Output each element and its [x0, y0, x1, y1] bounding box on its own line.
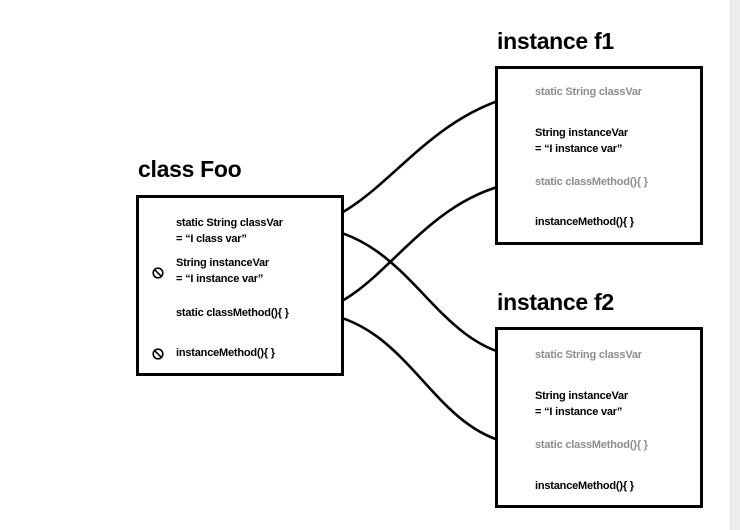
instance-f1-instancevar-line1: String instanceVar [535, 127, 628, 139]
class-foo-classvar-line1: static String classVar [176, 217, 283, 229]
prohibited-icon [152, 348, 164, 360]
class-foo-classmethod: static classMethod(){ } [176, 307, 289, 319]
class-foo-instancevar-line2: = “I instance var” [176, 273, 264, 285]
class-foo-box: static String classVar = “I class var” S… [136, 195, 344, 376]
instance-f1-instancevar-line2: = “I instance var” [535, 143, 623, 155]
instance-f2-classvar: static String classVar [535, 349, 642, 361]
class-foo-instancemethod: instanceMethod(){ } [176, 347, 275, 359]
instance-f2-classmethod: static classMethod(){ } [535, 439, 648, 451]
instance-f1-instancemethod: instanceMethod(){ } [535, 216, 634, 228]
instance-f2-box: static String classVar String instanceVa… [495, 327, 703, 508]
instance-f2-instancemethod: instanceMethod(){ } [535, 480, 634, 492]
instance-f1-classvar: static String classVar [535, 86, 642, 98]
instance-f1-title: instance f1 [497, 28, 614, 54]
instance-f2-instancevar-line2: = “I instance var” [535, 406, 623, 418]
instance-f1-box: static String classVar String instanceVa… [495, 66, 703, 245]
instance-f2-instancevar-line1: String instanceVar [535, 390, 628, 402]
prohibited-icon [152, 267, 164, 279]
class-foo-instancevar-line1: String instanceVar [176, 257, 269, 269]
instance-f1-classmethod: static classMethod(){ } [535, 176, 648, 188]
vertical-scrollbar[interactable] [730, 0, 740, 530]
class-foo-classvar-line2: = “I class var” [176, 233, 247, 245]
instance-f2-title: instance f2 [497, 289, 614, 315]
class-foo-title: class Foo [138, 156, 242, 182]
